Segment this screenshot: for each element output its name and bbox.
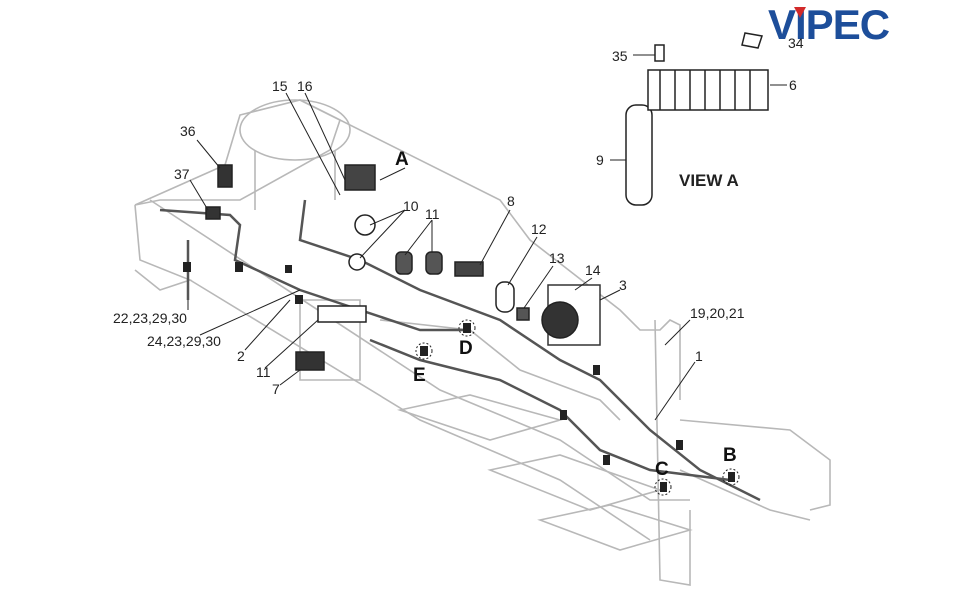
callout-1: 1 bbox=[695, 348, 703, 364]
callout-14: 14 bbox=[585, 262, 601, 278]
detail-e: E bbox=[413, 365, 426, 386]
connectors bbox=[183, 262, 735, 492]
callout-19-20-21: 19,20,21 bbox=[690, 305, 745, 321]
callout-35: 35 bbox=[612, 48, 628, 64]
detail-c: C bbox=[655, 459, 669, 480]
view-arrow-a: A bbox=[395, 149, 409, 170]
handwheel-icon bbox=[348, 253, 366, 271]
vipec-logo: VIPEC bbox=[768, 4, 948, 48]
callout-2: 2 bbox=[237, 348, 245, 364]
callout-11-lower: 11 bbox=[256, 364, 271, 380]
detail-circles bbox=[415, 319, 740, 496]
frame-outline bbox=[134, 99, 831, 586]
logo-text: VIPEC bbox=[768, 1, 890, 48]
callout-6: 6 bbox=[789, 77, 797, 93]
callout-9: 9 bbox=[596, 152, 604, 168]
view-a-label: VIEW A bbox=[679, 171, 739, 190]
callout-34: 34 bbox=[788, 35, 804, 51]
callout-36: 36 bbox=[180, 123, 196, 139]
detail-b: B bbox=[723, 445, 737, 466]
logo-accent-icon bbox=[794, 7, 806, 18]
leader-lines bbox=[187, 54, 787, 421]
callout-24-23-29-30: 24,23,29,30 bbox=[147, 333, 221, 349]
callout-7: 7 bbox=[272, 381, 280, 397]
control-valve-icon bbox=[647, 69, 769, 111]
callout-37: 37 bbox=[174, 166, 190, 182]
filter-icon bbox=[625, 104, 653, 206]
valve-block-icon bbox=[344, 164, 376, 191]
callout-22-23-29-30: 22,23,29,30 bbox=[113, 310, 187, 326]
detail-d: D bbox=[459, 338, 473, 359]
callout-15: 15 bbox=[272, 78, 288, 94]
callout-13: 13 bbox=[549, 250, 565, 266]
callout-11: 11 bbox=[425, 206, 440, 222]
components bbox=[205, 32, 769, 371]
callout-10: 10 bbox=[403, 198, 419, 214]
callout-8: 8 bbox=[507, 193, 515, 209]
callout-3: 3 bbox=[619, 277, 627, 293]
callout-12: 12 bbox=[531, 221, 547, 237]
callout-16: 16 bbox=[297, 78, 313, 94]
handwheel-icon bbox=[354, 214, 376, 236]
